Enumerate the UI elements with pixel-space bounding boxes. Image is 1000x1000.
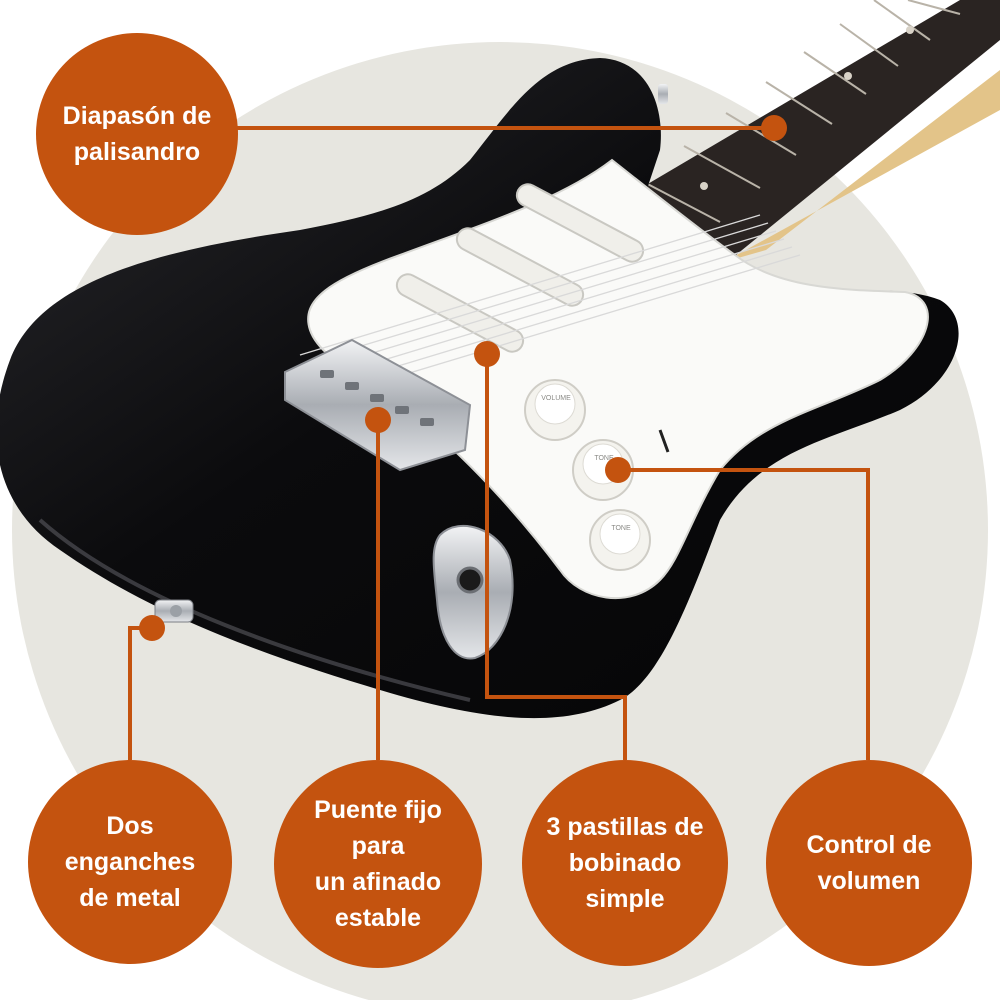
- pickguard: [307, 158, 929, 600]
- bridge: [284, 338, 472, 472]
- callout-pickups-label: 3 pastillas de bobinado simple: [546, 813, 704, 913]
- callout-fretboard-label: Diapasón de palisandro: [62, 102, 212, 166]
- strap-button-side: [154, 599, 194, 623]
- output-jack: [432, 525, 514, 660]
- callout-strap-buttons: Dos enganches de metal: [28, 760, 232, 964]
- tone-knob-1-label: TONE: [594, 455, 614, 462]
- leader-line-volume: [618, 468, 870, 760]
- callout-strap-buttons-label: Dos enganches de metal: [64, 812, 196, 912]
- pickup-selector-switch: [658, 429, 670, 453]
- callout-volume: Control de volumen: [766, 760, 972, 966]
- callout-pickups: 3 pastillas de bobinado simple: [522, 760, 728, 966]
- volume-knob: [524, 379, 586, 441]
- callout-volume-label: Control de volumen: [806, 831, 932, 895]
- control-knobs: VOLUME TONE TONE: [524, 379, 651, 571]
- callout-bridge-label: Puente fijo para un afinado estable: [314, 796, 442, 932]
- tone-knob-2-label: TONE: [611, 525, 631, 532]
- callout-bridge: Puente fijo para un afinado estable: [274, 760, 482, 968]
- callout-dots: [139, 115, 787, 641]
- strap-button-top: [658, 84, 668, 104]
- tone-knob-2: [589, 509, 651, 571]
- volume-knob-label: VOLUME: [541, 395, 571, 402]
- strings: [299, 214, 801, 395]
- leader-line-pickups: [485, 354, 627, 760]
- callout-fretboard: Diapasón de palisandro: [36, 33, 238, 235]
